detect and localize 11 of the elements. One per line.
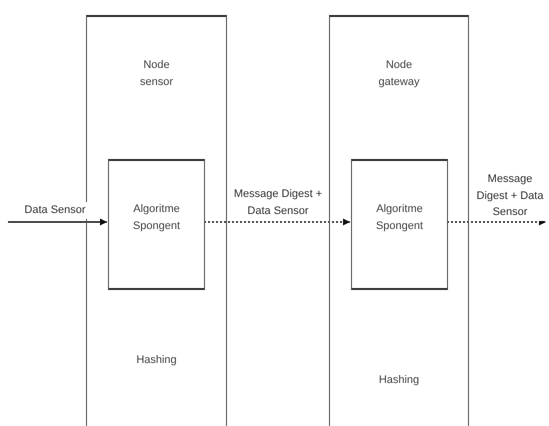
algorithm-box <box>351 159 448 290</box>
algorithm-box <box>108 159 205 290</box>
node-title: Algoritme Spongent <box>374 202 424 234</box>
node-caption: Hashing <box>378 373 420 388</box>
node-title: Node sensor <box>138 58 174 90</box>
arrow <box>8 218 107 226</box>
node-caption: Hashing <box>135 353 178 368</box>
node-box <box>86 15 227 426</box>
node-box <box>329 15 469 426</box>
node-title: Algoritme Spongent <box>132 202 182 234</box>
node-title: Node gateway <box>378 58 420 90</box>
